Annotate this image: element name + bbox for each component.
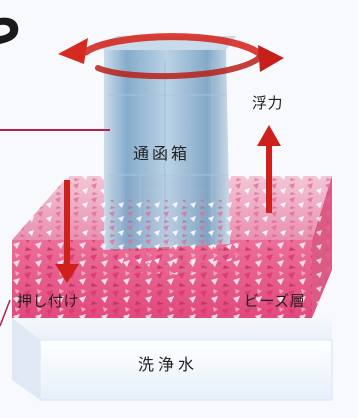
pointer-line-bottom: [0, 299, 11, 327]
rotation-arrow-icon: [58, 33, 284, 80]
bead-splash-around-box: [96, 200, 246, 275]
partial-glyph-decoration: [0, 17, 19, 44]
bead-layer-front-texture: [12, 240, 312, 318]
down-arrow-icon: [55, 180, 79, 283]
bead-layer-side-texture: [312, 176, 332, 318]
bead-layer-label: ビーズ層: [244, 292, 306, 310]
pressing-label: 押し付け: [17, 292, 80, 310]
wash-water-top-face: [12, 318, 332, 340]
wash-water-label: 洗浄水: [138, 355, 199, 374]
buoyancy-label: 浮力: [252, 94, 284, 112]
tube-box-label: 通函箱: [133, 144, 191, 163]
up-arrow-icon: [257, 125, 281, 213]
wash-water-side-face: [12, 318, 40, 400]
